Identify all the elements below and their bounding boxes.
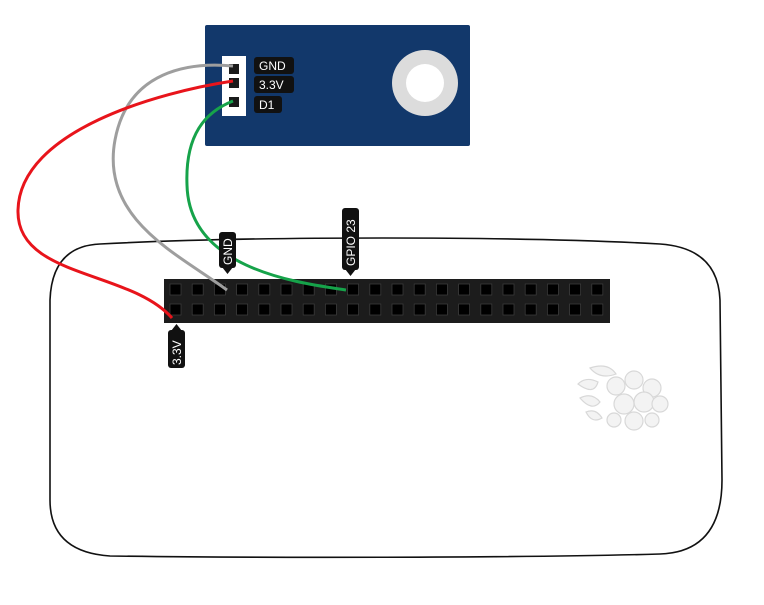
header-pin-hole xyxy=(524,303,537,316)
header-pin-hole xyxy=(435,303,448,316)
gpio-header xyxy=(164,279,610,323)
connector-pin-gnd xyxy=(229,64,239,74)
header-pin-hole xyxy=(324,303,337,316)
header-pin-hole xyxy=(369,303,382,316)
header-pin-hole xyxy=(258,303,271,316)
header-pin-hole xyxy=(391,303,404,316)
wire-gnd xyxy=(111,63,234,292)
header-pin-hole xyxy=(369,283,382,296)
header-pin-hole xyxy=(302,303,315,316)
header-pin-hole xyxy=(191,283,204,296)
pin-label-gnd: GND xyxy=(259,59,286,73)
header-pin-hole xyxy=(213,303,226,316)
wire-3v3 xyxy=(16,79,234,319)
header-pin-hole xyxy=(236,283,249,296)
header-pin-hole xyxy=(413,303,426,316)
header-pin-hole xyxy=(591,303,604,316)
mounting-hole-inner xyxy=(406,64,444,102)
header-pin-hole xyxy=(391,283,404,296)
header-pin-hole xyxy=(347,283,360,296)
header-pin-hole xyxy=(480,283,493,296)
header-pin-hole xyxy=(524,283,537,296)
header-pin-hole xyxy=(413,283,426,296)
header-pin-hole xyxy=(169,303,182,316)
rpi-label-pointer-3v3 xyxy=(171,324,182,331)
rpi-label-3v3: 3.3V xyxy=(170,340,184,365)
rpi-label-gnd: GND xyxy=(221,238,235,265)
sensor-board xyxy=(205,25,470,146)
connector-pin-d1 xyxy=(229,97,239,107)
header-pin-hole xyxy=(280,303,293,316)
wire-d1 xyxy=(185,99,347,292)
header-pin-hole xyxy=(547,283,559,296)
header-pin-hole xyxy=(169,283,182,296)
header-pin-hole xyxy=(435,283,448,296)
pin-label-d1: D1 xyxy=(259,98,275,112)
rpi-label-gpio-group: GPIO 23 xyxy=(342,208,359,276)
header-pin-hole xyxy=(458,303,471,316)
connector-pin-3v3 xyxy=(229,78,239,88)
rpi-label-bg-gnd xyxy=(219,232,236,268)
rpi-label-bg-gpio xyxy=(342,208,359,270)
header-pin-hole xyxy=(502,283,515,296)
header-pin-hole xyxy=(480,303,493,316)
rpi-label-gnd-group: GND xyxy=(219,232,236,274)
header-pin-hole xyxy=(280,283,293,296)
header-pin-hole xyxy=(347,303,360,316)
rpi-label-pointer-gnd xyxy=(222,267,233,274)
header-pin-hole xyxy=(569,283,581,296)
header-pin-hole xyxy=(236,303,249,316)
header-pin-hole xyxy=(591,283,604,296)
rpi-label-gpio: GPIO 23 xyxy=(344,219,358,266)
pin-label-bg-d1 xyxy=(254,96,282,113)
raspberry-logo-icon xyxy=(577,365,669,431)
header-pin-hole xyxy=(569,303,581,316)
pin-label-bg-3v3 xyxy=(254,76,294,93)
rpi-label-pointer-gpio xyxy=(345,269,356,276)
rpi-label-3v3-group: 3.3V xyxy=(168,324,185,368)
pin-label-3v3: 3.3V xyxy=(259,78,284,92)
header-pin-hole xyxy=(547,303,559,316)
pin-label-bg-gnd xyxy=(254,57,294,74)
header-pin-hole xyxy=(458,283,471,296)
header-pin-hole xyxy=(258,283,271,296)
header-pin-hole xyxy=(502,303,515,316)
gpio-header-body xyxy=(164,279,610,323)
rpi-label-bg-3v3 xyxy=(168,330,185,368)
sensor-module: GND 3.3V D1 xyxy=(205,25,470,146)
header-pin-hole xyxy=(191,303,204,316)
header-pins xyxy=(169,283,604,316)
